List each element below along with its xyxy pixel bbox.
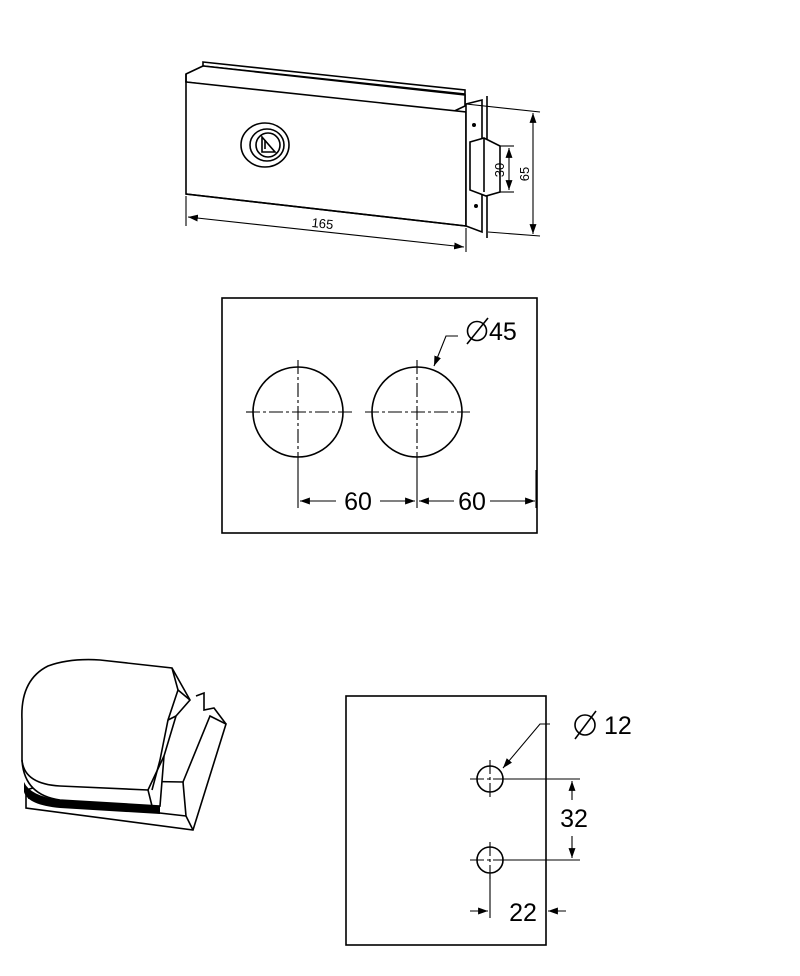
- diameter-45-label: 45: [489, 318, 517, 346]
- lock-dimensions: 165 65 30: [185, 103, 541, 252]
- diameter-symbol-icon: [466, 317, 489, 345]
- spacing-2-label: 60: [458, 488, 486, 516]
- lock-body-view: [185, 61, 501, 238]
- diameter-leader-12: [502, 723, 550, 769]
- glass-panel-outline: [221, 297, 538, 534]
- hole-pattern-45: 60 60 45: [221, 297, 538, 534]
- patch-fitting-view: [21, 658, 227, 831]
- strike-dimension-label: 30: [492, 163, 507, 177]
- spacing-1-label: 60: [344, 488, 372, 516]
- lock-cylinder-icon: [240, 122, 290, 168]
- edge-offset-label: 22: [509, 899, 537, 927]
- fitting-body: [21, 658, 191, 807]
- height-dimension-label: 65: [517, 167, 532, 181]
- vertical-spacing-label: 32: [560, 805, 588, 833]
- hole-pattern-12: 32 22 12: [345, 695, 632, 946]
- glass-panel-outline-small: [345, 695, 547, 946]
- diameter-symbol-small-icon: [574, 710, 597, 740]
- diameter-leader-45: [433, 335, 458, 367]
- length-dimension-label: 165: [311, 215, 334, 232]
- length-dimension-line: [187, 214, 465, 250]
- diameter-12-label: 12: [604, 712, 632, 740]
